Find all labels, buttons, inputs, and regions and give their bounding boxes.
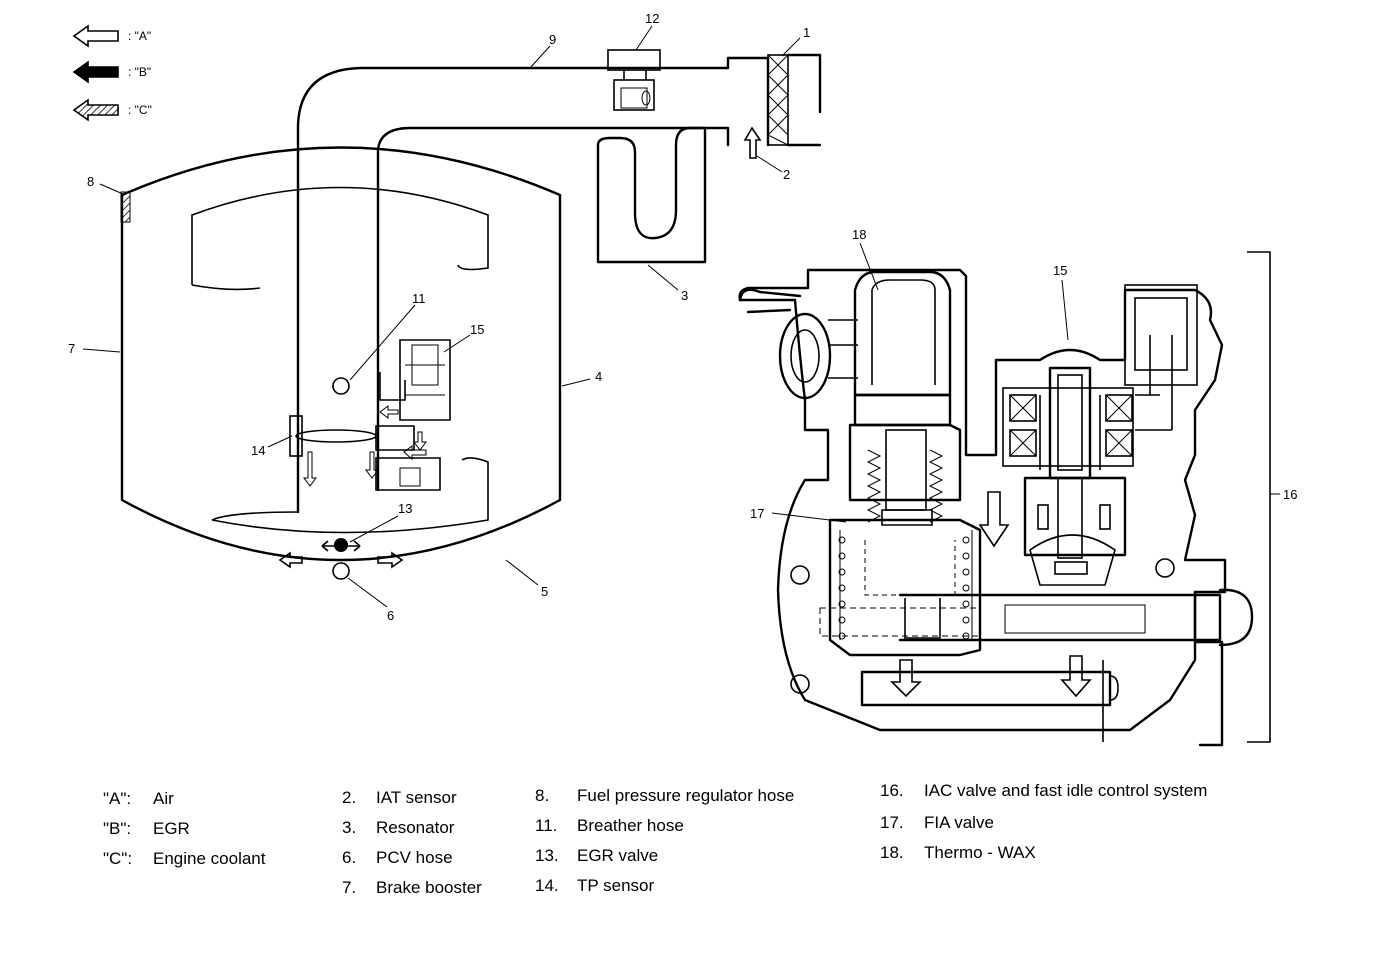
callout-17: 17 (750, 506, 764, 521)
flow-key-c: : "C" (128, 103, 152, 117)
callout-18: 18 (852, 227, 866, 242)
callout-4: 4 (595, 369, 602, 384)
legend-item-iat-sensor: 2.IAT sensor (342, 788, 457, 807)
callout-1: 1 (803, 25, 810, 40)
callout-numbers: 1 2 3 4 5 6 7 8 9 11 12 13 14 15 15 16 1… (68, 11, 1297, 623)
legend-item-pcv-hose: 6.PCV hose (342, 848, 453, 867)
callout-15-left: 15 (470, 322, 484, 337)
legend-item-egr-valve: 13.EGR valve (535, 846, 659, 865)
surge-tank-drawing (120, 49, 822, 580)
flow-key-a: : "A" (128, 29, 151, 43)
legend-item-breather-hose: 11.Breather hose (535, 816, 684, 835)
callout-16: 16 (1283, 487, 1297, 502)
flow-key-b: : "B" (128, 65, 151, 79)
legend-item-engine-coolant: "C":Engine coolant (103, 849, 266, 868)
callout-2: 2 (783, 167, 790, 182)
legend-item-resonator: 3.Resonator (342, 818, 455, 837)
legend-item-iac-valve: 16.IAC valve and fast idle control syste… (880, 781, 1208, 800)
callout-6: 6 (387, 608, 394, 623)
legend-item-tp-sensor: 14.TP sensor (535, 876, 655, 895)
callout-14: 14 (251, 443, 265, 458)
black-arrow-icon (72, 60, 119, 84)
callout-5: 5 (541, 584, 548, 599)
legend-item-fia-valve: 17.FIA valve (880, 813, 994, 832)
legend-item-egr: "B":EGR (103, 819, 190, 838)
callout-11: 11 (412, 291, 426, 306)
callout-7: 7 (68, 341, 75, 356)
flow-key: : "A" : "B" : "C" (72, 24, 152, 122)
callout-12: 12 (645, 11, 659, 26)
callout-3: 3 (681, 288, 688, 303)
iac-valve-cross-section (738, 251, 1271, 747)
callout-8: 8 (87, 174, 94, 189)
left-leader-lines (82, 25, 801, 608)
legend-item-brake-booster: 7.Brake booster (342, 878, 482, 897)
callout-15-right: 15 (1053, 263, 1067, 278)
legend-item-air: "A":Air (103, 789, 174, 808)
white-arrow-icon (72, 24, 119, 48)
hatched-arrow-icon (72, 98, 119, 122)
legend-item-fuel-pressure-regulator-hose: 8.Fuel pressure regulator hose (535, 786, 795, 805)
callout-9: 9 (549, 32, 556, 47)
right-leader-lines (771, 242, 1280, 523)
fia-spring-left (838, 536, 970, 640)
callout-13: 13 (398, 501, 412, 516)
legend-item-thermo-wax: 18.Thermo - WAX (880, 843, 1036, 862)
